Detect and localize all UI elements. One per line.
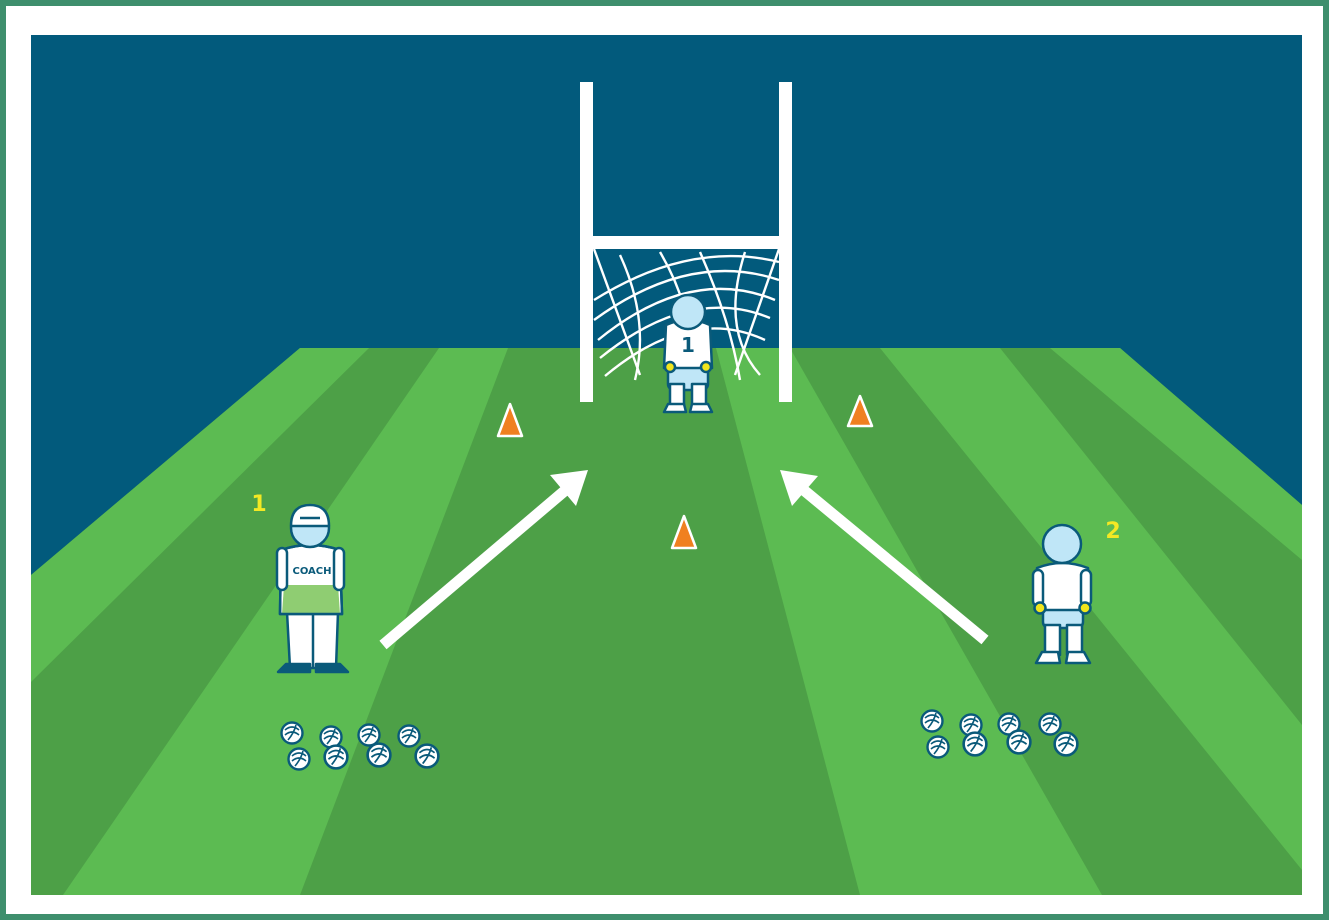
football-icon <box>1055 733 1078 756</box>
football-icon <box>922 711 943 732</box>
football-icon <box>359 725 380 746</box>
goal-crossbar <box>580 236 792 249</box>
player-two-number-marker: 2 <box>1105 519 1120 544</box>
football-icon <box>368 744 391 767</box>
football-icon <box>928 737 949 758</box>
coach-bib-label: COACH <box>292 566 331 577</box>
football-icon <box>282 723 303 744</box>
football-icon <box>416 745 439 768</box>
football-icon <box>399 726 420 747</box>
coach-number-marker: 1 <box>251 492 266 517</box>
football-icon <box>1040 714 1061 735</box>
football-icon <box>325 746 348 769</box>
football-icon <box>289 749 310 770</box>
football-icon <box>964 733 987 756</box>
football-icon <box>321 727 342 748</box>
football-icon <box>1008 731 1031 754</box>
goalkeeper-number: 1 <box>681 333 695 357</box>
